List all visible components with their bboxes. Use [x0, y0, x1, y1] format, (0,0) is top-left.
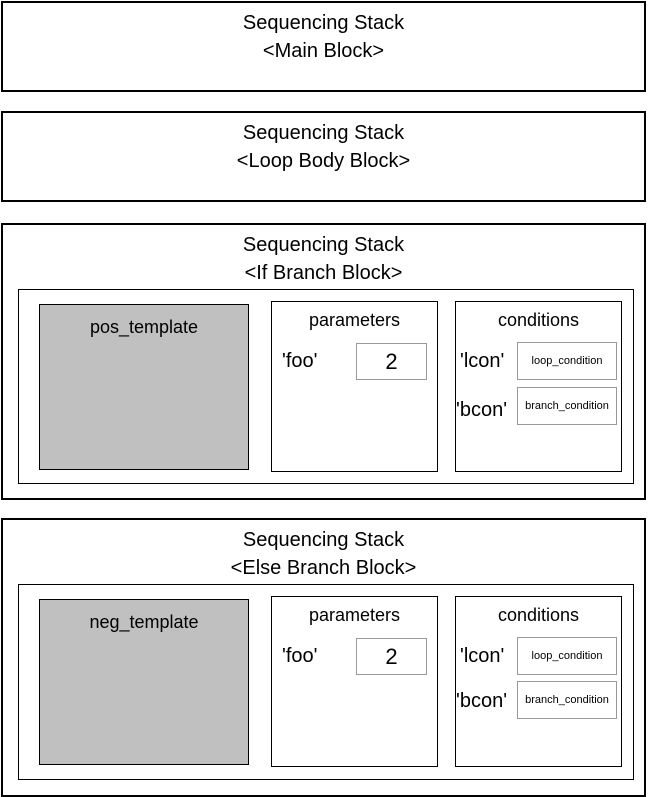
stack-title: Sequencing Stack [242, 529, 405, 551]
condition-key-lcon: 'lcon' [460, 350, 505, 372]
template-box: neg_template [39, 599, 249, 765]
condition-key-bcon: 'bcon' [456, 690, 508, 712]
condition-key-bcon: 'bcon' [456, 399, 508, 421]
parameter-value: 2 [356, 638, 427, 675]
condition-key-lcon: 'lcon' [460, 645, 505, 667]
parameters-title: parameters [308, 310, 401, 330]
stack-title: Sequencing Stack [242, 234, 405, 256]
stack-subtitle: <Else Branch Block> [230, 557, 417, 579]
template-label: neg_template [89, 612, 199, 632]
template-label: pos_template [89, 317, 199, 337]
parameter-value: 2 [356, 343, 427, 380]
sequencing-stack-else-branch: Sequencing Stack <Else Branch Block> neg… [1, 518, 646, 797]
sequencing-stack-main: Sequencing Stack <Main Block> [1, 1, 646, 92]
stack-subtitle: <If Branch Block> [244, 262, 403, 284]
branch-block-container: neg_template parameters 'foo' 2 conditio… [18, 584, 634, 780]
stack-title: Sequencing Stack [242, 12, 405, 34]
condition-value-loop: loop_condition [517, 342, 617, 380]
parameters-panel: parameters 'foo' 2 [271, 596, 438, 767]
conditions-panel: conditions 'lcon' loop_condition 'bcon' … [455, 301, 622, 472]
conditions-title: conditions [497, 310, 580, 330]
parameter-key: 'foo' [282, 645, 318, 667]
conditions-title: conditions [497, 605, 580, 625]
sequencing-stack-loop-body: Sequencing Stack <Loop Body Block> [1, 111, 646, 202]
stack-title: Sequencing Stack [242, 122, 405, 144]
parameter-key: 'foo' [282, 350, 318, 372]
condition-value-branch: branch_condition [517, 387, 617, 425]
condition-value-branch: branch_condition [517, 681, 617, 719]
stack-subtitle: <Main Block> [262, 40, 385, 62]
sequencing-stack-if-branch: Sequencing Stack <If Branch Block> pos_t… [1, 223, 646, 500]
conditions-panel: conditions 'lcon' loop_condition 'bcon' … [455, 596, 622, 767]
stack-subtitle: <Loop Body Block> [236, 150, 411, 172]
condition-value-loop: loop_condition [517, 637, 617, 675]
template-box: pos_template [39, 304, 249, 470]
branch-block-container: pos_template parameters 'foo' 2 conditio… [18, 289, 634, 484]
parameters-panel: parameters 'foo' 2 [271, 301, 438, 472]
parameters-title: parameters [308, 605, 401, 625]
